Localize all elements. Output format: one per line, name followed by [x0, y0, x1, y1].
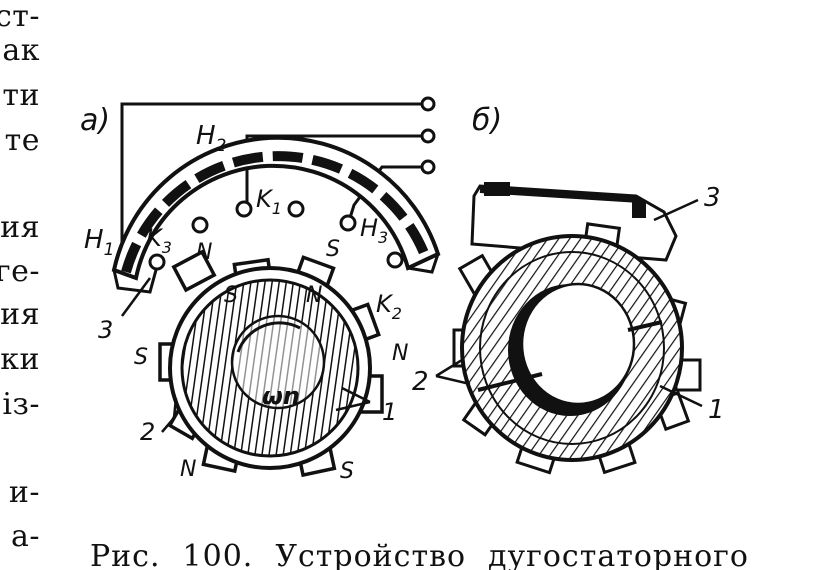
figure-b: б)	[412, 103, 725, 475]
figure-caption: Рис. 100. Устройство дугостаторного	[90, 540, 832, 570]
rotor-pole: N	[180, 457, 196, 482]
rotor-pole: N	[306, 283, 322, 308]
label-K1: K1	[256, 185, 282, 218]
label-K2: K2	[376, 290, 402, 323]
rotor-pole-labels: S N N S N S	[134, 283, 408, 484]
text-fragment: із-	[2, 387, 40, 422]
rotor-pole: S	[340, 459, 354, 484]
figure-b-label: б)	[472, 103, 502, 138]
rotor-pole: S	[134, 345, 148, 370]
rotor: ωn	[158, 249, 384, 478]
text-fragment: ти	[2, 78, 40, 113]
text-fragment: ки	[0, 342, 40, 377]
text-fragment: ге-	[0, 254, 40, 289]
callout-2: 2	[140, 418, 155, 446]
label-H2: H2	[196, 121, 226, 156]
text-fragment: ия	[0, 297, 40, 332]
callout-2: 2	[412, 367, 429, 397]
stator-ring	[452, 222, 702, 475]
label-K3: K3	[146, 224, 172, 257]
caption-word: 100.	[182, 540, 254, 570]
figure-a-label: а)	[80, 103, 110, 138]
arc-stator	[111, 135, 441, 294]
callout-3: 3	[704, 183, 721, 213]
caption-word: Устройство	[275, 540, 467, 570]
text-fragment: те	[4, 123, 40, 158]
rotor-speed-label: ωn	[262, 382, 300, 410]
caption-word: дугостаторного	[488, 540, 749, 570]
supply-terminals	[420, 96, 436, 175]
text-fragment: и-	[8, 475, 40, 510]
rotor-pole: S	[224, 283, 238, 308]
callout-3: 3	[98, 316, 113, 344]
caption-word: Рис.	[90, 540, 161, 570]
text-fragment: а-	[10, 519, 40, 554]
figure-b-leaders	[435, 198, 703, 408]
mounting-bracket	[470, 182, 678, 262]
label-H1: H1	[84, 225, 114, 260]
arc-pole-S: S	[326, 237, 340, 262]
winding-labels: H2 K1 H3 K3 H1 K2 N S	[84, 121, 402, 323]
callout-1: 1	[382, 398, 397, 426]
left-text-column: ст- ак ти те ия ге- ия ки із- и- а-	[0, 0, 48, 570]
figure-a: а)	[80, 96, 441, 484]
rotor-pole: N	[392, 341, 408, 366]
text-fragment: ст-	[0, 0, 40, 34]
figure-a-leaders	[120, 277, 371, 433]
label-H3: H3	[360, 214, 388, 247]
callout-1: 1	[708, 395, 725, 425]
text-fragment: ак	[2, 33, 40, 68]
text-fragment: ия	[0, 210, 40, 245]
